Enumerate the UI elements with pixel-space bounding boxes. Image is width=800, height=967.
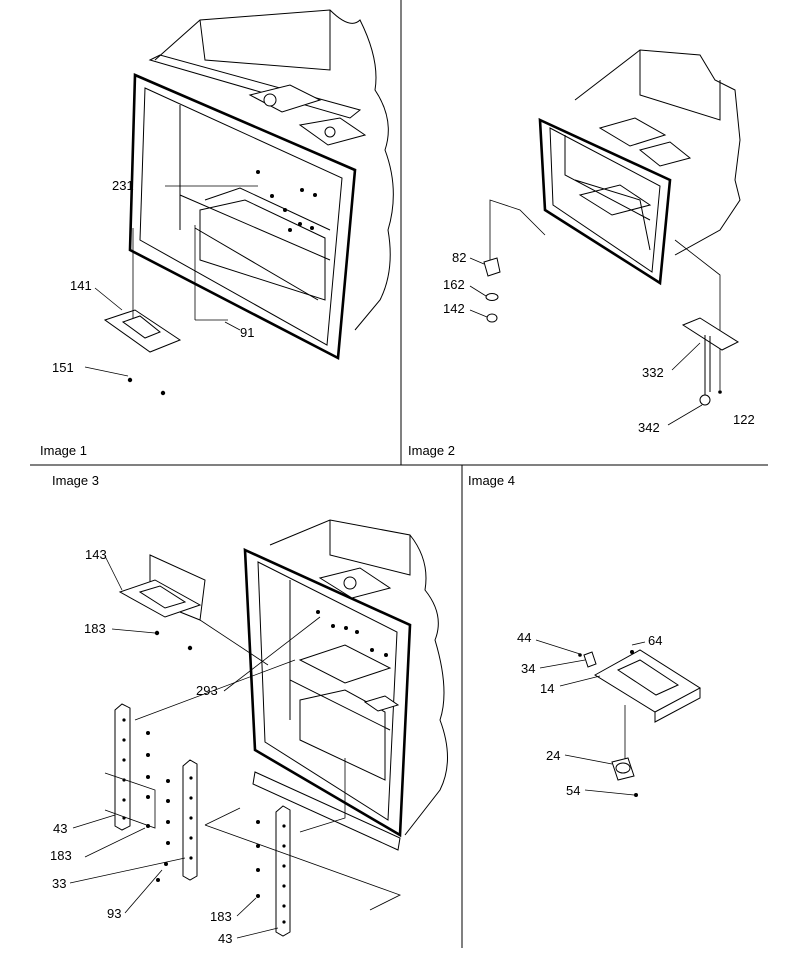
panel-4: Image 4 44 64 34 14 24 54 <box>468 473 701 798</box>
p3-callout-293: 293 <box>196 683 218 698</box>
p4-caption: Image 4 <box>468 473 515 488</box>
p1-callout-151: 151 <box>52 360 74 375</box>
p1-callout-91: 91 <box>240 325 254 340</box>
p1-callout-231: 231 <box>112 178 134 193</box>
p3-callout-93: 93 <box>107 906 121 921</box>
p4-callout-64: 64 <box>648 633 662 648</box>
panel-3: Image 3 <box>50 473 448 946</box>
p2-callout-162: 162 <box>443 277 465 292</box>
p3-callout-183-left: 183 <box>50 848 72 863</box>
p2-callout-82: 82 <box>452 250 466 265</box>
p4-callout-34: 34 <box>521 661 535 676</box>
p1-caption: Image 1 <box>40 443 87 458</box>
p3-callout-183-top: 183 <box>84 621 106 636</box>
panel-1: 231 141 151 91 Image 1 <box>40 9 394 458</box>
p1-callout-141: 141 <box>70 278 92 293</box>
p3-callout-43-left: 43 <box>53 821 67 836</box>
p3-caption: Image 3 <box>52 473 99 488</box>
p2-callout-332: 332 <box>642 365 664 380</box>
panel-dividers <box>30 0 768 948</box>
p4-callout-44: 44 <box>517 630 531 645</box>
p4-callout-54: 54 <box>566 783 580 798</box>
p2-callout-142: 142 <box>443 301 465 316</box>
p2-caption: Image 2 <box>408 443 455 458</box>
p2-callout-122: 122 <box>733 412 755 427</box>
p3-callout-33: 33 <box>52 876 66 891</box>
p3-callout-183-bottom: 183 <box>210 909 232 924</box>
panel-2: 82 162 142 332 342 122 Image 2 <box>408 49 755 458</box>
p2-callout-342: 342 <box>638 420 660 435</box>
p3-callout-143: 143 <box>85 547 107 562</box>
p4-callout-24: 24 <box>546 748 560 763</box>
p3-callout-43-bottom: 43 <box>218 931 232 946</box>
p4-callout-14: 14 <box>540 681 554 696</box>
